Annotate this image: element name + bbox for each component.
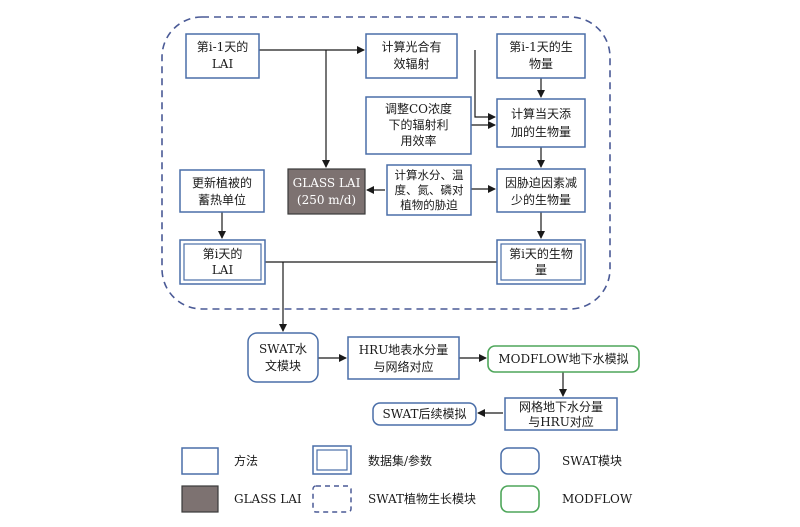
svg-text:MODFLOW地下水模拟: MODFLOW地下水模拟 <box>498 352 628 366</box>
svg-text:调整CO浓度: 调整CO浓度 <box>385 101 452 116</box>
svg-text:第i-1天的生: 第i-1天的生 <box>509 39 573 54</box>
node-swat-hydro: SWAT水 文模块 <box>247 332 319 383</box>
node-calc-rad: 计算光合有 效辐射 <box>365 33 458 79</box>
svg-text:方法: 方法 <box>234 453 258 468</box>
svg-text:SWAT模块: SWAT模块 <box>562 454 622 468</box>
svg-text:文模块: 文模块 <box>265 358 301 373</box>
legend-dataset: 数据集/参数 <box>312 445 432 475</box>
svg-text:SWAT后续模拟: SWAT后续模拟 <box>383 407 467 421</box>
legend-swat-module: SWAT模块 <box>500 447 622 475</box>
node-update-heat: 更新植被的 蓄热单位 <box>179 169 265 213</box>
node-modflow-sim: MODFLOW地下水模拟 <box>487 345 640 373</box>
svg-text:SWAT植物生长模块: SWAT植物生长模块 <box>368 491 476 506</box>
node-lai-prev: 第i-1天的 LAI <box>185 33 260 79</box>
svg-text:数据集/参数: 数据集/参数 <box>368 453 432 468</box>
svg-text:蓄热单位: 蓄热单位 <box>198 192 246 207</box>
legend-modflow: MODFLOW <box>500 485 633 513</box>
svg-text:与HRU对应: 与HRU对应 <box>528 414 594 429</box>
legend-glass-lai: GLASS LAI <box>181 485 302 513</box>
svg-text:效辐射: 效辐射 <box>393 56 429 71</box>
svg-text:与网络对应: 与网络对应 <box>373 359 433 374</box>
svg-text:加的生物量: 加的生物量 <box>511 124 571 139</box>
svg-text:度、氮、磷对: 度、氮、磷对 <box>395 183 464 197</box>
svg-text:第i-1天的: 第i-1天的 <box>197 39 249 54</box>
svg-text:MODFLOW: MODFLOW <box>562 492 633 506</box>
svg-text:少的生物量: 少的生物量 <box>511 192 571 207</box>
svg-text:下的辐射利: 下的辐射利 <box>388 117 448 132</box>
svg-text:更新植被的: 更新植被的 <box>192 175 252 190</box>
node-grid-ground: 网格地下水分量 与HRU对应 <box>504 397 618 431</box>
svg-text:第i天的: 第i天的 <box>203 246 243 261</box>
plant-growth-module-region <box>161 16 611 310</box>
svg-text:第i天的生物: 第i天的生物 <box>509 246 573 261</box>
svg-text:物量: 物量 <box>529 57 553 71</box>
svg-text:计算光合有: 计算光合有 <box>381 39 441 54</box>
svg-text:因胁迫因素减: 因胁迫因素减 <box>505 175 577 190</box>
svg-text:计算水分、温: 计算水分、温 <box>395 168 464 182</box>
svg-text:HRU地表水分量: HRU地表水分量 <box>359 343 449 357</box>
svg-text:(250 m/d): (250 m/d) <box>297 193 356 207</box>
node-glass-lai: GLASS LAI (250 m/d) <box>287 168 366 215</box>
node-lai-i: 第i天的 LAI <box>179 239 266 285</box>
svg-text:网格地下水分量: 网格地下水分量 <box>519 399 603 414</box>
node-hru-surface: HRU地表水分量 与网络对应 <box>347 336 460 380</box>
node-bio-prev: 第i-1天的生 物量 <box>496 33 586 79</box>
svg-text:LAI: LAI <box>212 57 234 71</box>
legend-method: 方法 <box>181 447 258 475</box>
connectors <box>218 46 567 417</box>
node-calc-bio: 计算当天添 加的生物量 <box>496 98 586 148</box>
svg-text:SWAT水: SWAT水 <box>259 342 307 356</box>
svg-text:用效率: 用效率 <box>400 133 436 148</box>
node-calc-stress: 计算水分、温 度、氮、磷对 植物的胁迫 <box>386 164 472 216</box>
node-adjust-co: 调整CO浓度 下的辐射利 用效率 <box>365 96 472 155</box>
svg-text:植物的胁迫: 植物的胁迫 <box>400 198 458 212</box>
svg-text:LAI: LAI <box>212 263 234 277</box>
arrow-calc-rad-to-calc-bio <box>474 50 496 121</box>
legend: 方法 数据集/参数 SWAT模块 GLASS LAI SWAT植物生长模块 MO… <box>181 445 633 513</box>
node-bio-i: 第i天的生物 量 <box>496 239 586 285</box>
svg-text:GLASS LAI: GLASS LAI <box>293 176 361 190</box>
svg-text:GLASS LAI: GLASS LAI <box>234 492 302 506</box>
svg-text:计算当天添: 计算当天添 <box>511 106 571 121</box>
legend-growth-module: SWAT植物生长模块 <box>312 485 476 513</box>
svg-text:量: 量 <box>535 263 547 277</box>
node-stress-bio: 因胁迫因素减 少的生物量 <box>496 168 586 213</box>
node-swat-later: SWAT后续模拟 <box>372 402 477 426</box>
